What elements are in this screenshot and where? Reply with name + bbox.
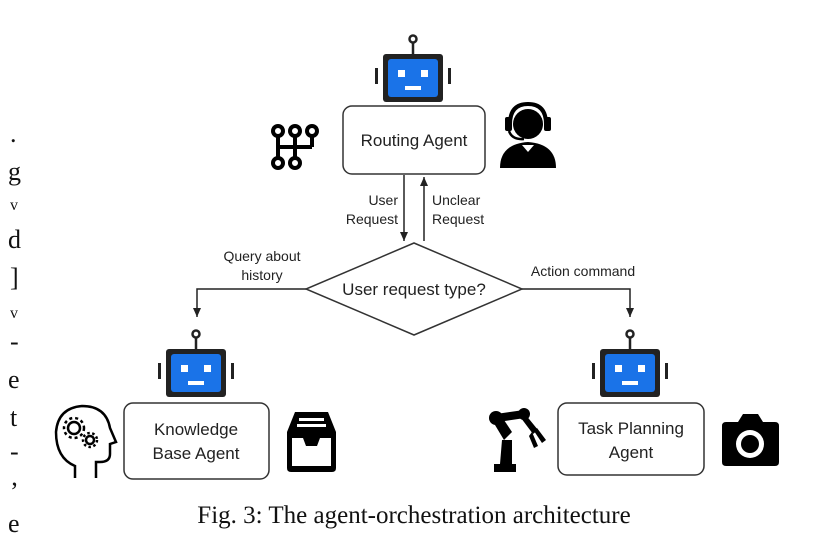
- inbox-tray-icon: [287, 412, 336, 472]
- headset-person-icon: [500, 101, 556, 168]
- margin-char: -: [10, 437, 19, 466]
- decision-label: User request type?: [342, 280, 486, 299]
- robot-arm-icon: [489, 408, 546, 472]
- routing-agent-node: [342, 105, 486, 175]
- margin-char: e: [8, 365, 20, 394]
- gears-head-icon: [54, 404, 118, 478]
- robot-icon: [373, 34, 453, 104]
- knowledge-base-agent-label-1: Knowledge: [154, 420, 238, 439]
- robot-icon: [590, 329, 670, 399]
- figure-caption: Fig. 3: The agent-orchestration architec…: [197, 502, 630, 529]
- margin-char: e: [8, 509, 20, 538]
- margin-char: ]: [10, 263, 19, 292]
- task-planning-agent-label-1: Task Planning: [578, 419, 684, 438]
- margin-char: -: [10, 327, 19, 356]
- user-request-label-1: User: [368, 192, 398, 208]
- margin-char: v: [10, 197, 18, 214]
- knowledge-base-agent-label-2: Base Agent: [153, 444, 240, 463]
- margin-char: d: [8, 225, 21, 254]
- knowledge-base-agent-node: [123, 402, 270, 480]
- unclear-request-label-2: Request: [432, 211, 484, 227]
- user-request-label-2: Request: [346, 211, 398, 227]
- flowchart-nodes-icon: [271, 124, 319, 170]
- margin-char: .: [10, 119, 17, 148]
- margin-char: t: [10, 403, 18, 432]
- margin-char: ’: [10, 477, 19, 506]
- action-command-label: Action command: [531, 263, 635, 279]
- action-command-arrow: [522, 288, 634, 317]
- query-history-label-1: Query about: [223, 248, 300, 264]
- decision-diamond: [304, 242, 524, 336]
- robot-icon: [156, 329, 236, 399]
- margin-char: g: [8, 157, 21, 186]
- unclear-request-label-1: Unclear: [432, 192, 481, 208]
- query-history-arrow: [193, 288, 306, 317]
- camera-icon: [722, 414, 779, 466]
- task-planning-agent-node: [557, 402, 705, 476]
- margin-char: v: [10, 305, 18, 322]
- query-history-label-2: history: [241, 267, 282, 283]
- task-planning-agent-label-2: Agent: [609, 443, 654, 462]
- margin-text-column: . g v d ] v - e t - ’ e: [8, 119, 21, 538]
- routing-agent-label: Routing Agent: [361, 131, 468, 150]
